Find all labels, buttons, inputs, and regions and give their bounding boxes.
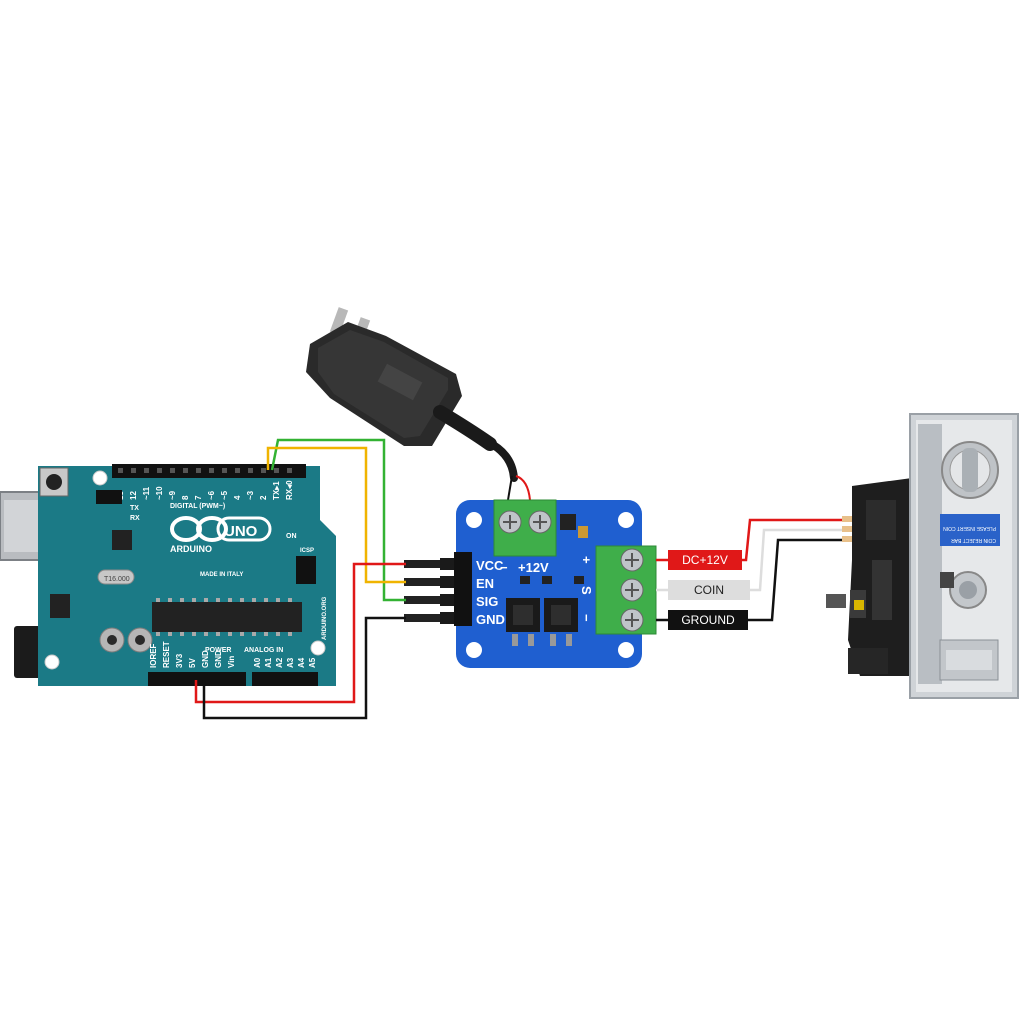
coin-acceptor: PLEASE INSERT COIN COIN REJECT BAR [826,413,1019,699]
analog-header [252,672,318,686]
wire-label-coin: COIN [668,580,750,600]
power-label: POWER [205,647,231,654]
analog-pin-label: A2 [275,657,284,668]
supply-plus-label: +12V [518,560,549,575]
analog-pin-label: A5 [308,657,317,668]
power-pin-labels: IOREF RESET 3V3 5V GND GND Vin [149,641,236,668]
power-pin-label: GND [214,650,223,668]
header-en-label: EN [476,576,494,591]
wire-label-ground-text: GROUND [681,613,735,627]
crystal [97,569,135,585]
adapter-lead-red [515,475,531,501]
sticker-line-1: PLEASE INSERT COIN [943,525,996,531]
analog-pin-label: A4 [297,657,306,668]
power-pin-label: RESET [162,641,171,668]
digital-pin-number: ~11 [142,486,151,500]
crystal-label: T16.000 [104,576,130,583]
power-header [148,672,246,686]
mosfet-2 [544,598,578,646]
digital-pin-number: RX◂0 [285,480,294,500]
power-pin-label: IOREF [149,643,158,668]
header-sig-label: SIG [476,594,498,609]
mosfet-1 [506,598,540,646]
power-pin-label: 3V3 [175,653,184,668]
adapter-lead-black [507,475,513,501]
instruction-sticker: PLEASE INSERT COIN COIN REJECT BAR [940,514,1000,546]
digital-label: DIGITAL (PWM~) [170,503,225,510]
wire-label-dc: DC+12V [668,550,742,570]
wall-power-adapter-icon [306,307,518,482]
digital-pin-number: ~3 [246,490,255,500]
wire-black-gnd [202,616,406,720]
out-s-label: S [579,586,594,595]
digital-pin-number: 8 [181,495,190,500]
digital-pin-number: ~9 [168,490,177,500]
arduino-logo: UNO ARDUINO [170,516,272,554]
header-gnd-label: GND [476,612,505,627]
wire-yellow-en [266,446,406,584]
wire-label-coin-text: COIN [694,583,724,597]
analog-pin-label: A1 [264,657,273,668]
out-minus-label: − [579,614,594,622]
digital-pin-number: 2 [259,495,268,500]
analog-label: ANALOG IN [244,647,283,654]
made-in-label: MADE IN ITALY [200,572,243,578]
supply-screw-terminal [493,499,557,557]
digital-pin-number: 12 [129,491,138,500]
output-screw-terminal [595,545,657,635]
power-pin-label: GND [201,650,210,668]
out-plus-label: + [579,556,594,564]
header-vcc-label: VCC [476,558,504,573]
rx-label: RX [130,515,140,522]
digital-pin-number: ~5 [220,490,229,500]
uno-text: UNO [224,523,258,540]
supply-minus-label: − [500,560,508,575]
wire-label-ground: GROUND [668,610,748,630]
power-pin-label: 5V [188,658,197,668]
tx-label: TX [130,505,139,512]
icsp-header [296,556,316,584]
sticker-line-2: COIN REJECT BAR [951,537,996,543]
wire-red-vcc [194,562,406,704]
digital-pin-number: 4 [233,495,242,500]
digital-pin-number: TX▸1 [272,481,281,500]
digital-pin-number: ~6 [207,490,216,500]
on-label: ON [286,533,297,540]
digital-pin-number: 7 [194,495,203,500]
icsp-label: ICSP [300,548,314,554]
signal-wires [194,438,406,720]
wire-green-sig [270,438,406,602]
analog-pin-label: A0 [253,657,262,668]
arduino-text: ARDUINO [170,544,212,554]
power-pin-label: Vin [227,656,236,668]
capacitors [99,627,153,653]
mosfet-driver-board: − +12V + [404,499,657,668]
pin-header [404,552,472,626]
site-label: ARDUINO.ORG [322,596,328,640]
wire-label-dc-text: DC+12V [682,553,728,567]
digital-pin-number: ~10 [155,486,164,500]
atmega-chip [152,602,302,632]
analog-pin-label: A3 [286,657,295,668]
